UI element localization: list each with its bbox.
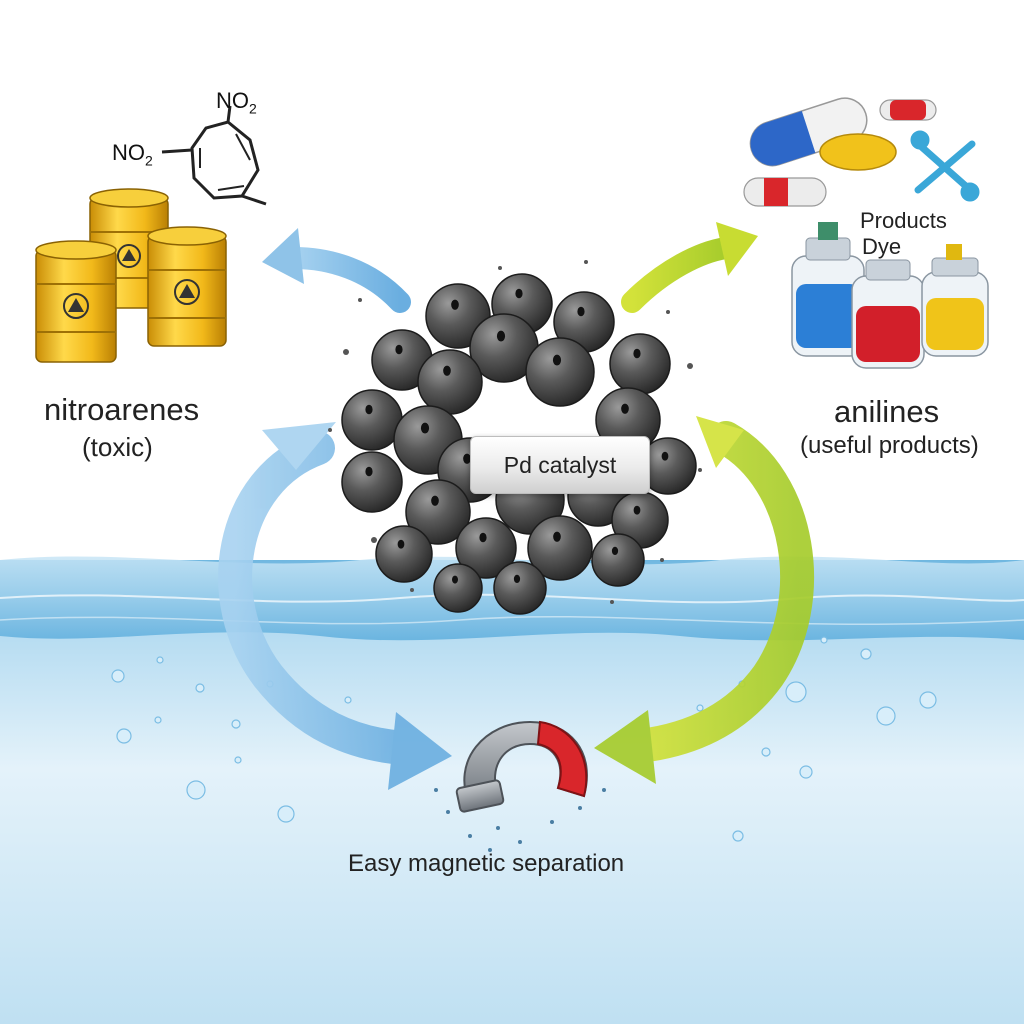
barrel-left xyxy=(35,240,117,363)
catalyst-sphere xyxy=(341,451,403,513)
catalyst-sphere xyxy=(591,533,645,587)
catalyst-sphere-pore xyxy=(463,453,471,464)
magnetic-separation-label: Easy magnetic separation xyxy=(348,850,625,877)
catalyst-sphere-pore xyxy=(633,505,641,515)
catalyst-sphere-pore xyxy=(479,532,487,543)
pd-catalyst-label: Pd catalyst xyxy=(470,436,650,494)
catalyst-sphere-pore xyxy=(513,574,521,584)
magnet-particles xyxy=(434,788,606,852)
bottle-red xyxy=(851,259,925,369)
bottle-blue xyxy=(791,222,865,357)
green-cycle-arrow xyxy=(594,416,815,784)
catalyst-particles xyxy=(328,260,702,604)
water-bubbles xyxy=(111,636,937,842)
upper-green-arrow xyxy=(621,222,758,313)
catalyst-sphere xyxy=(493,561,547,615)
catalyst-sphere-pore xyxy=(431,495,439,506)
pills-icon xyxy=(743,97,980,207)
catalyst-sphere xyxy=(375,525,433,583)
upper-blue-arrow xyxy=(262,228,411,313)
no2-left-label: NO2 xyxy=(112,140,153,169)
catalyst-sphere-pore xyxy=(621,403,629,414)
catalyst-sphere xyxy=(527,515,593,581)
products-label: Products xyxy=(860,208,947,233)
catalyst-sphere xyxy=(609,333,671,395)
catalyst-sphere-pore xyxy=(451,299,459,310)
catalyst-sphere-pore xyxy=(552,354,562,366)
nitroarenes-toxic-label: (toxic) xyxy=(82,432,153,462)
blue-cycle-arrow xyxy=(218,422,452,790)
anilines-useful-label: (useful products) xyxy=(800,432,979,459)
catalyst-sphere xyxy=(341,389,403,451)
anilines-label: anilines xyxy=(834,394,940,429)
catalyst-sphere-pore xyxy=(633,348,641,359)
catalyst-sphere xyxy=(433,563,483,613)
water-body xyxy=(0,556,1024,1024)
catalyst-sphere-pore xyxy=(365,466,373,477)
catalyst-sphere-pore xyxy=(553,531,561,542)
bottle-yellow xyxy=(921,244,989,357)
catalyst-sphere-pore xyxy=(452,575,458,584)
catalyst-sphere-pore xyxy=(577,306,585,317)
catalyst-sphere xyxy=(525,337,595,407)
pd-catalyst-cluster xyxy=(341,273,697,615)
catalyst-sphere xyxy=(405,479,471,545)
catalyst-sphere xyxy=(417,349,483,415)
catalyst-sphere-pore xyxy=(443,365,451,376)
nitroarene-molecule xyxy=(161,105,267,206)
magnet-icon xyxy=(455,720,588,813)
catalyst-sphere-pore xyxy=(496,330,506,342)
catalyst-sphere xyxy=(455,517,517,579)
dye-bottles xyxy=(791,222,989,369)
catalyst-sphere-pore xyxy=(661,451,669,461)
toxic-barrels xyxy=(35,188,227,363)
catalyst-sphere-pore xyxy=(420,422,430,434)
catalyst-sphere-pore xyxy=(611,546,619,556)
catalyst-sphere-pore xyxy=(365,404,373,415)
catalyst-sphere-pore xyxy=(395,344,403,355)
barrel-right xyxy=(147,226,227,347)
catalyst-sphere-pore xyxy=(397,539,405,549)
nitroarenes-label: nitroarenes xyxy=(44,392,200,427)
dye-label: Dye xyxy=(862,234,902,259)
no2-top-label: NO2 xyxy=(216,88,257,117)
catalyst-sphere-pore xyxy=(515,288,523,299)
